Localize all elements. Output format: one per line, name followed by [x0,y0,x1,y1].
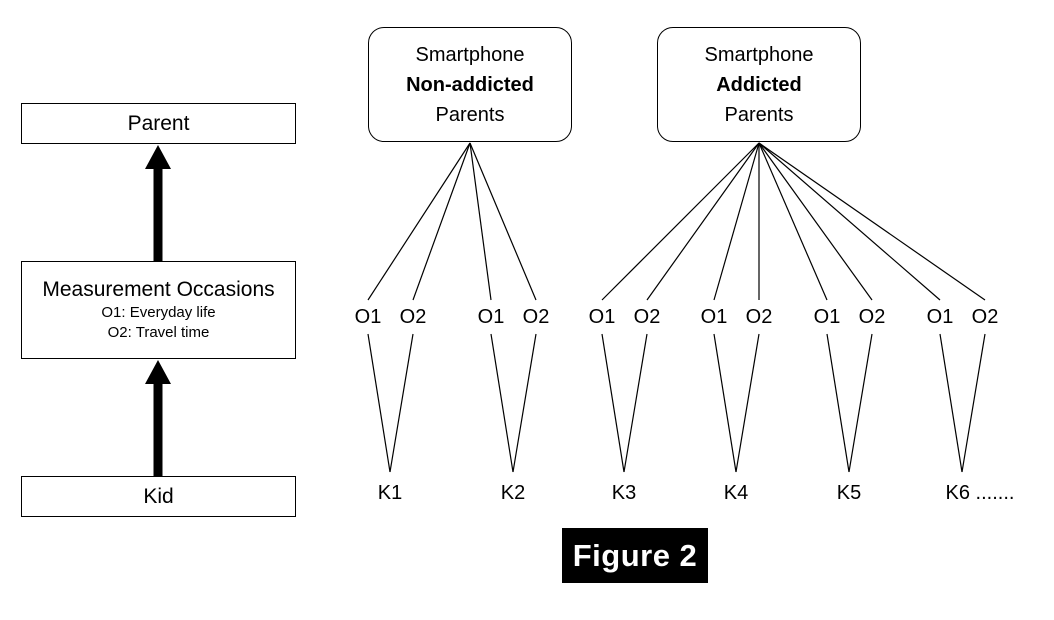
level-box-title: Kid [143,484,174,508]
level-box-parent: Parent [21,103,296,144]
group-box-line-2: Addicted [716,73,802,96]
edge-addicted-to-K5-o2 [758,142,873,301]
group-box-non-addicted: Smartphone Non-addicted Parents [368,27,572,142]
occasion-label-K2-o1: O1 [477,306,505,328]
edge-K5-o1-to-kid [826,333,850,473]
occasion-label-K2-o2: O2 [522,306,550,328]
edge-addicted-to-K3-o2 [646,142,760,301]
figure-caption-text: Figure 2 [572,537,698,573]
level-box-measurement-occasions: Measurement Occasions O1: Everyday life … [21,261,296,359]
kid-label-K3: K3 [611,482,637,504]
occasion-label-K3-o1: O1 [588,306,616,328]
level-box-title: Measurement Occasions [42,278,275,301]
occasion-label-K1-o1: O1 [354,306,382,328]
occasion-label-K5-o1: O1 [813,306,841,328]
level-box-title: Parent [127,111,190,135]
kid-label-K1: K1 [377,482,403,504]
arrow-occasions-to-parent [145,145,171,261]
level-box-kid: Kid [21,476,296,517]
occasion-label-K4-o2: O2 [745,306,773,328]
occasion-label-K6-o1: O1 [926,306,954,328]
edge-non-addicted-to-K2-o1 [469,142,492,301]
edge-addicted-to-K6-o2 [758,142,986,301]
edge-non-addicted-to-K2-o2 [469,142,537,301]
edge-K6-o1-to-kid [939,333,963,473]
level-box-subline-o2: O2: Travel time [107,324,210,341]
level-box-subline-o1: O1: Everyday life [101,304,216,321]
kid-label-K5: K5 [836,482,862,504]
group-box-line-1: Smartphone [415,43,525,66]
edge-K2-o2-to-kid [512,333,537,473]
edge-addicted-to-K4-o1 [713,142,760,301]
edge-K1-o1-to-kid [367,333,391,473]
occasion-label-K5-o2: O2 [858,306,886,328]
edge-K3-o1-to-kid [601,333,625,473]
group-box-line-3: Parents [724,103,794,126]
edge-non-addicted-to-K1-o2 [412,142,471,301]
occasion-label-K4-o1: O1 [700,306,728,328]
edge-non-addicted-to-K1-o1 [367,142,471,301]
group-box-line-1: Smartphone [704,43,814,66]
kid-label-K4: K4 [723,482,749,504]
edge-K3-o2-to-kid [623,333,648,473]
group-box-line-3: Parents [435,103,505,126]
group-box-line-2: Non-addicted [406,73,534,96]
arrow-kid-to-occasions [145,360,171,476]
edge-addicted-to-K5-o1 [758,142,828,301]
edge-K5-o2-to-kid [848,333,873,473]
occasion-label-K6-o2: O2 [971,306,999,328]
edge-K2-o1-to-kid [490,333,514,473]
edge-K4-o2-to-kid [735,333,760,473]
edge-K4-o1-to-kid [713,333,737,473]
kid-label-K6: K6 ....... [945,482,1015,504]
occasion-label-K3-o2: O2 [633,306,661,328]
edge-K1-o2-to-kid [389,333,414,473]
occasion-label-K1-o2: O2 [399,306,427,328]
edge-K6-o2-to-kid [961,333,986,473]
group-box-addicted: Smartphone Addicted Parents [657,27,861,142]
edge-addicted-to-K6-o1 [758,142,941,301]
kid-label-K2: K2 [500,482,526,504]
figure-caption: Figure 2 [562,528,708,583]
edge-addicted-to-K3-o1 [601,142,760,301]
